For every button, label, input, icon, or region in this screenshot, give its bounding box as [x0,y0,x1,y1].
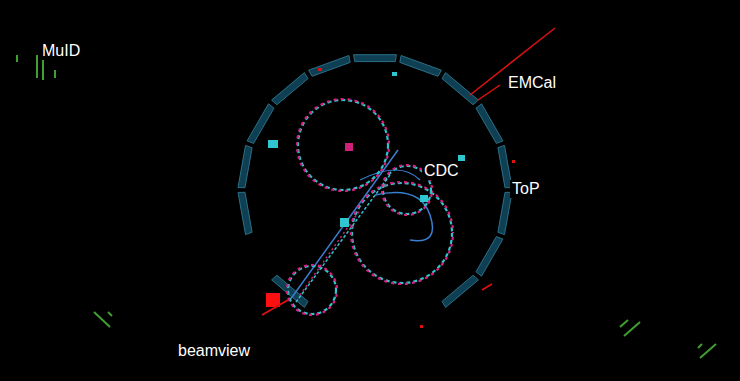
top-segment [272,73,308,105]
top-segment [476,104,503,144]
top-segment [309,56,351,77]
track-hit-circle [287,265,337,315]
top-segment [238,192,252,234]
top-segment [498,192,512,234]
top-segment [354,55,397,62]
tracks [290,150,433,302]
track-helices [287,99,453,315]
top-counter-ring [238,55,512,308]
muid-hits [17,55,716,358]
top-segment [238,145,252,187]
track-hit-circle [298,100,388,190]
track-hit-circle [288,266,336,314]
top-segment [400,56,442,77]
detector-label: ToP [510,180,542,198]
top-segment [476,237,503,277]
detector-label: CDC [422,162,461,180]
top-segment [247,104,274,144]
detector-label: EMCal [506,74,558,92]
detector-label: beamview [176,342,252,360]
track-hit-circle [297,99,389,191]
detector-label: MuID [40,42,82,60]
clusters [268,72,465,227]
top-segment [442,73,478,105]
track-hit-circle [351,182,453,284]
track-hit-circle [352,183,452,283]
emcal-hits [262,28,555,328]
top-segment [442,275,478,307]
